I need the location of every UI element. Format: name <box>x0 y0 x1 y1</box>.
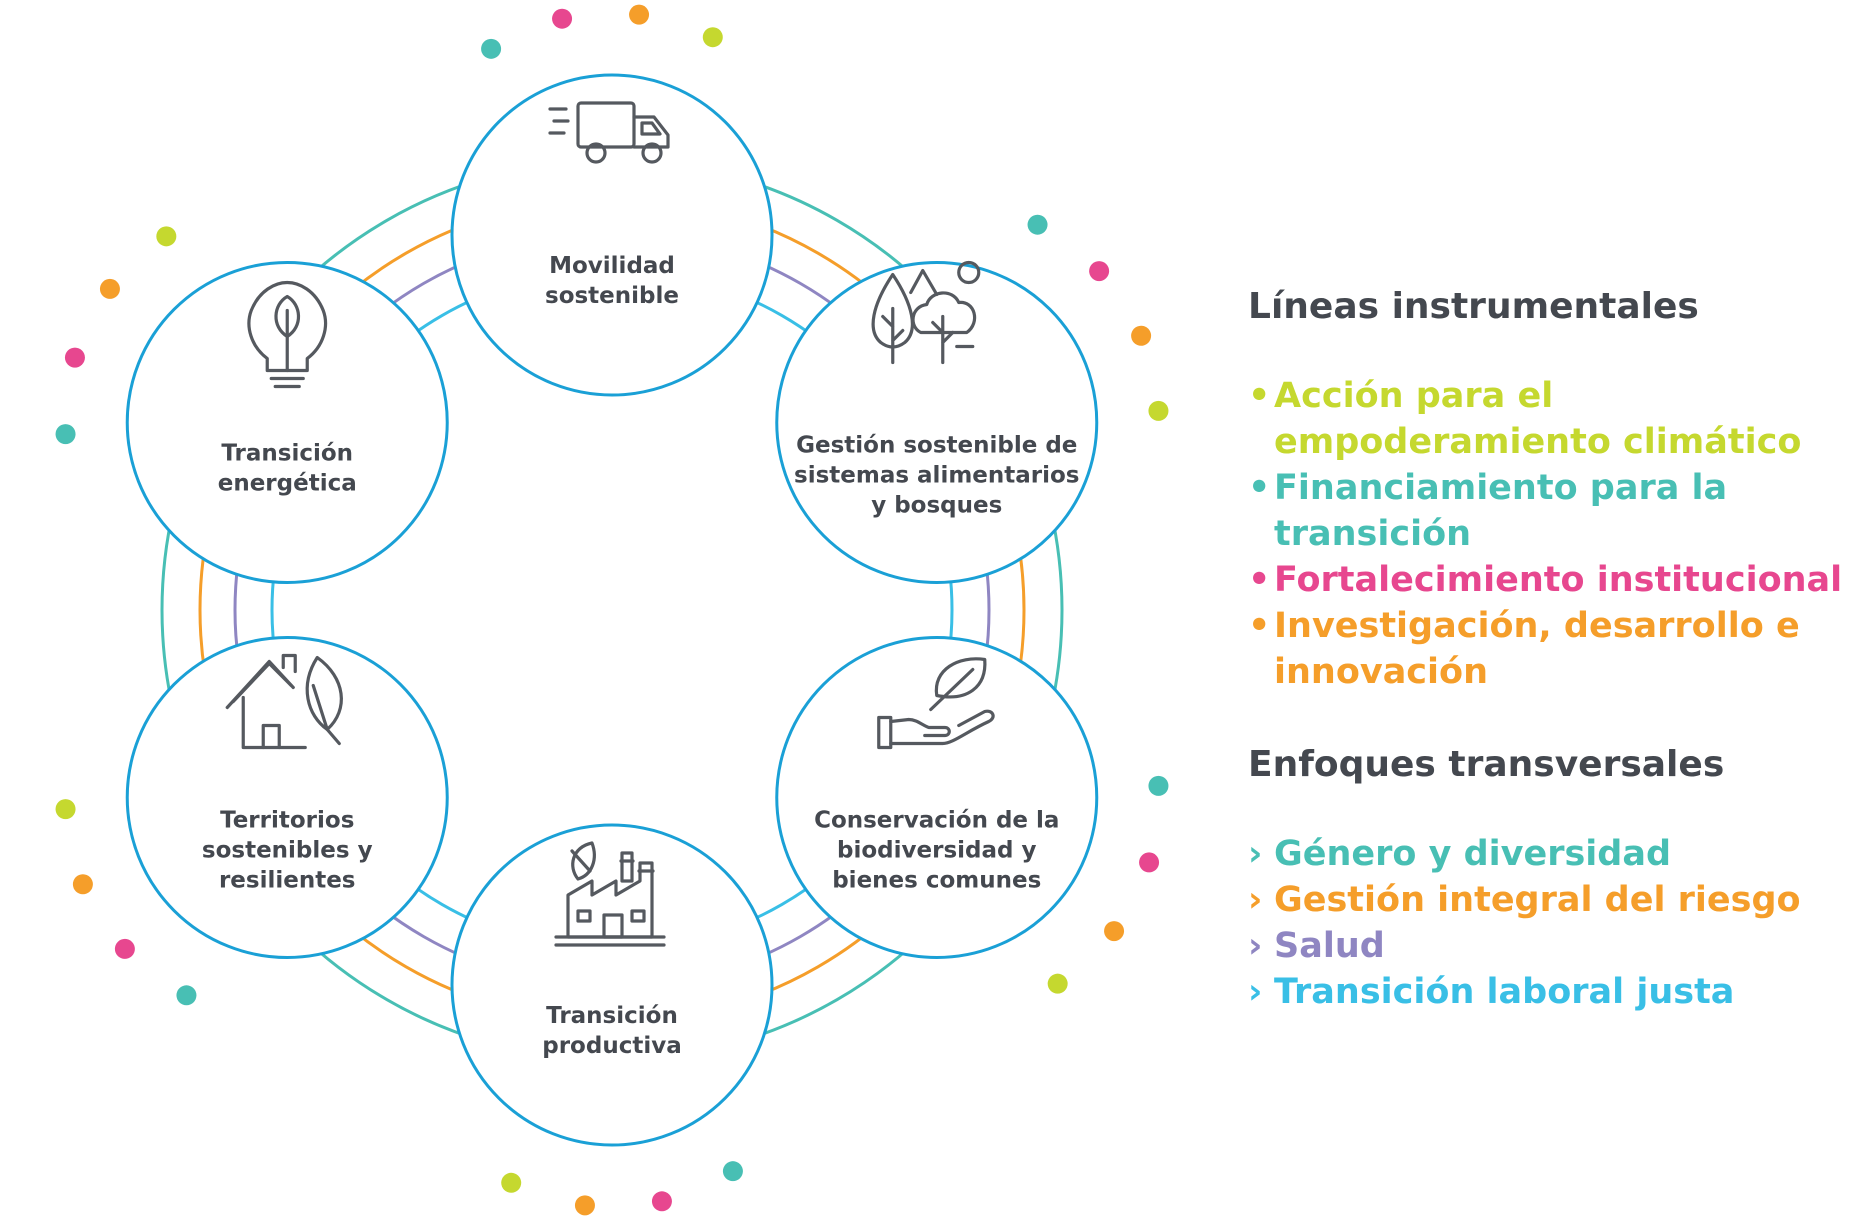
legend-item: › Salud <box>1248 923 1848 969</box>
legend-list-instrumental: •Acción para el empoderamiento climático… <box>1248 373 1848 695</box>
node-label-line: Transición <box>546 1003 678 1029</box>
factory-icon <box>554 841 666 947</box>
decorative-dot <box>55 799 76 820</box>
truck-icon <box>548 101 670 164</box>
node-label-line: Territorios <box>220 808 354 834</box>
node-gestion: Gestión sostenible de sistemas alimentari… <box>775 260 1099 584</box>
legend-bullet: • <box>1248 560 1271 600</box>
node-circle <box>125 636 449 959</box>
node-label-line: sistemas alimentarios <box>794 463 1080 489</box>
legend-item-text: Salud <box>1274 926 1385 966</box>
node-movilidad: Movilidad sostenible <box>450 73 774 397</box>
legend-item-text: Género y diversidad <box>1274 834 1672 874</box>
legend-bullet: • <box>1248 606 1271 646</box>
legend-bullet: • <box>1248 468 1271 508</box>
legend-item: › Transición laboral justa <box>1248 969 1848 1015</box>
legend-item-text: Acción para el empoderamiento climático <box>1274 376 1802 462</box>
legend-item-text: Fortalecimiento institucional <box>1274 560 1843 600</box>
lightbulb-icon <box>247 280 328 389</box>
node-productiva: Transición productiva <box>450 823 774 1147</box>
legend-heading-transversal: Enfoques transversales <box>1248 744 1725 785</box>
legend-bullet: › <box>1248 926 1263 966</box>
decorative-dot <box>501 1172 522 1193</box>
node-label-line: y bosques <box>871 493 1002 519</box>
decorative-dot <box>629 4 650 25</box>
legend-item: •Fortalecimiento institucional <box>1248 557 1848 603</box>
decorative-dot <box>1148 775 1169 796</box>
decorative-dot <box>1047 973 1068 994</box>
legend-bullet: › <box>1248 834 1263 874</box>
node-label-line: Movilidad <box>549 253 675 279</box>
decorative-dot <box>99 278 120 299</box>
decorative-dot <box>114 938 135 959</box>
decorative-dot <box>1148 400 1169 421</box>
node-circle <box>450 73 774 397</box>
decorative-dot <box>156 226 177 247</box>
node-energetica: Transición energética <box>125 261 449 584</box>
legend-item: •Investigación, desarrollo e innovación <box>1248 603 1848 695</box>
node-label-line: biodiversidad y <box>837 838 1036 864</box>
legend-item-text: Financiamiento para la transición <box>1274 468 1728 554</box>
node-circle <box>125 261 449 584</box>
legend-item: •Financiamiento para la transición <box>1248 465 1848 557</box>
legend-bullet: › <box>1248 880 1263 920</box>
decorative-dot <box>702 27 723 48</box>
node-label-line: Conservación de la <box>814 808 1059 834</box>
legend-item: › Gestión integral del riesgo <box>1248 877 1848 923</box>
house-leaf-icon <box>225 653 343 750</box>
decorative-dot <box>72 874 93 895</box>
node-circle <box>450 823 774 1147</box>
legend-item-text: Investigación, desarrollo e innovación <box>1274 606 1800 692</box>
legend-item-text: Transición laboral justa <box>1274 972 1735 1012</box>
node-conservacion: Conservación de la biodiversidad y bienes … <box>775 636 1099 959</box>
node-circle <box>775 261 1099 584</box>
legend-item: › Género y diversidad <box>1248 831 1848 877</box>
legend-heading-instrumental: Líneas instrumentales <box>1248 286 1699 327</box>
node-circle <box>775 636 1099 959</box>
decorative-dot <box>481 38 502 59</box>
legend-panel: Líneas instrumentales •Acción para el em… <box>1248 285 1848 1063</box>
decorative-dot <box>1131 325 1152 346</box>
node-territorios: Territorios sostenibles y resilientes <box>125 636 449 959</box>
hand-leaf-icon <box>877 657 995 750</box>
node-label-line: sostenibles y <box>202 838 373 864</box>
legend-bullet: • <box>1248 376 1271 416</box>
node-label-line: productiva <box>542 1033 681 1059</box>
legend-item-text: Gestión integral del riesgo <box>1274 880 1801 920</box>
decorative-dot <box>64 347 85 368</box>
decorative-dot <box>651 1191 672 1212</box>
node-label-line: bienes comunes <box>832 868 1041 894</box>
decorative-dot <box>55 424 76 445</box>
decorative-dot <box>176 985 197 1006</box>
decorative-dot <box>722 1161 743 1182</box>
node-label-line: sostenible <box>545 283 679 309</box>
decorative-dot <box>1104 921 1125 942</box>
decorative-dot <box>574 1195 595 1216</box>
node-label-line: Gestión sostenible de <box>796 433 1077 459</box>
node-label-line: energética <box>218 471 357 497</box>
decorative-dot <box>552 8 573 29</box>
legend-bullet: › <box>1248 972 1263 1012</box>
trees-icon <box>871 260 981 365</box>
node-label-line: resilientes <box>219 868 356 894</box>
node-label-line: Transición <box>221 441 353 467</box>
decorative-dots <box>55 4 1169 1216</box>
legend-list-transversal: › Género y diversidad › Gestión integral de… <box>1248 831 1848 1015</box>
legend-item: •Acción para el empoderamiento climático <box>1248 373 1848 465</box>
decorative-dot <box>1139 852 1160 873</box>
decorative-dot <box>1089 261 1110 282</box>
decorative-dot <box>1027 214 1048 235</box>
